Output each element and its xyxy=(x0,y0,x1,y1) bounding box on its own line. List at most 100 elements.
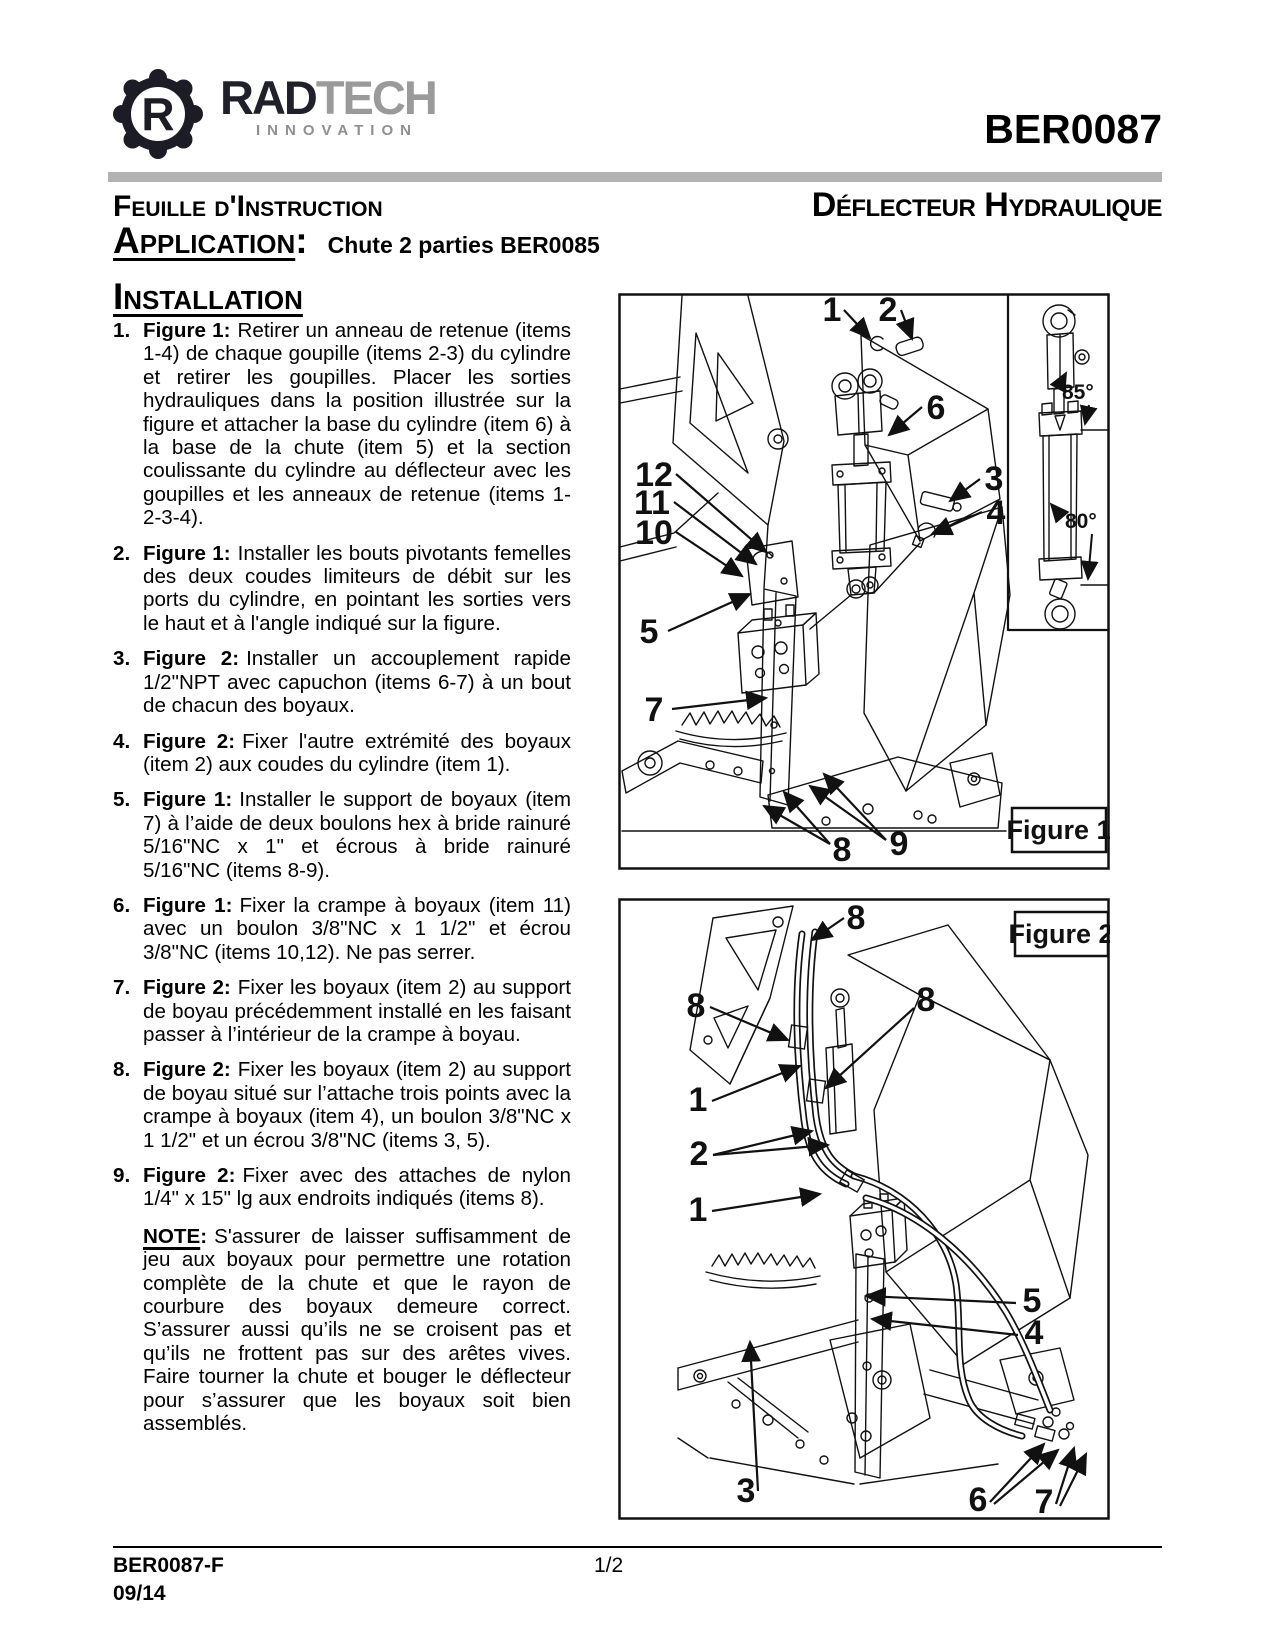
figure-ref: Figure 2: xyxy=(143,729,236,753)
step-text: Installer le support de boyaux (item 7) … xyxy=(143,788,571,882)
footer-date: 09/14 xyxy=(113,1582,166,1605)
step-number: 7. xyxy=(113,976,131,1000)
step-text: Installer un accouplement rapide 1/2"NPT… xyxy=(143,647,571,718)
figure1-angle-inset xyxy=(1006,293,1110,632)
figure-ref: Figure 2: xyxy=(143,647,240,671)
figure-ref: Figure 2: xyxy=(143,976,231,1000)
figure2-hoses xyxy=(793,928,1054,1440)
callout-5: 5 xyxy=(1023,1282,1042,1320)
figure1-leaders xyxy=(667,309,983,845)
sheet-type-title: Feuille d'Instruction xyxy=(113,190,383,223)
callout-8-left: 8 xyxy=(687,987,706,1025)
application-value: Chute 2 parties BER0085 xyxy=(327,232,600,258)
application-colon: : xyxy=(295,220,308,261)
callout-4: 4 xyxy=(1025,1314,1044,1352)
step-8: 8. Figure 2:Fixer les boyaux (item 2) au… xyxy=(113,1058,571,1152)
product-name-title: Déflecteur Hydraulique xyxy=(811,186,1163,224)
figure1-angle-arrows xyxy=(1049,371,1099,581)
callout-6: 6 xyxy=(969,1481,988,1519)
product-code: BER0087 xyxy=(984,106,1162,152)
callout-1: 1 xyxy=(823,293,842,329)
callout-5: 5 xyxy=(640,613,659,651)
header-divider xyxy=(108,172,1162,182)
figure2-border xyxy=(618,898,1110,1520)
note-colon: : xyxy=(200,1224,208,1248)
installation-steps: 1. Figure 1:Retirer un anneau de retenue… xyxy=(113,319,571,1435)
figure2-leaders xyxy=(709,917,1087,1507)
application-row: Application: Chute 2 parties BER0085 xyxy=(113,220,600,262)
figure-2: 8 8 8 1 2 1 5 4 3 6 7 Figure 2 xyxy=(618,898,1114,1525)
step-text: Fixer les boyaux (item 2) au support de … xyxy=(143,1058,572,1152)
callout-8: 8 xyxy=(833,831,852,869)
step-9: 9. Figure 2:Fixer avec des attaches de n… xyxy=(113,1164,571,1211)
callout-10: 10 xyxy=(635,514,673,552)
figure1-border xyxy=(618,293,1110,870)
step-7: 7. Figure 2:Fixer les boyaux (item 2) au… xyxy=(113,976,571,1046)
figure-ref: Figure 1: xyxy=(143,541,231,565)
callout-9: 9 xyxy=(890,825,909,863)
brand-rad: RAD xyxy=(220,71,318,124)
callout-3: 3 xyxy=(985,460,1004,498)
callout-2: 2 xyxy=(690,1135,709,1173)
brand-tech: TECH xyxy=(315,71,438,124)
footer-divider xyxy=(113,1546,1162,1548)
footer-page-number: 1/2 xyxy=(594,1554,624,1577)
callout-1b: 1 xyxy=(689,1191,708,1229)
step-number: 6. xyxy=(113,893,131,917)
figure-ref: Figure 1: xyxy=(143,788,233,812)
step-number: 9. xyxy=(113,1164,131,1187)
callout-6: 6 xyxy=(927,389,946,427)
figure-ref: Figure 2: xyxy=(143,1164,236,1187)
step-text: Fixer l'autre extrémité des boyaux (item… xyxy=(143,729,571,776)
angle-85: 85° xyxy=(1062,381,1094,404)
note-label: NOTE xyxy=(143,1224,201,1248)
step-text: Fixer avec des attaches de nylon 1/4" x … xyxy=(143,1164,571,1211)
figure-ref: Figure 1: xyxy=(143,893,233,917)
figure2-label: Figure 2 xyxy=(1008,919,1110,949)
step-text: Retirer un anneau de retenue (items 1-4)… xyxy=(143,319,571,530)
note-block: NOTE:S'assurer de laisser suffisamment d… xyxy=(143,1225,571,1436)
installation-heading: Installation xyxy=(113,276,303,317)
callout-8-top: 8 xyxy=(847,899,866,937)
step-text: Installer les bouts pivotants femelles d… xyxy=(143,541,571,635)
step-3: 3. Figure 2:Installer un accouplement ra… xyxy=(113,647,571,717)
footer-doc-code: BER0087-F xyxy=(113,1554,224,1577)
callout-2: 2 xyxy=(879,293,898,329)
figure-1: 1 2 6 3 4 12 11 10 5 7 8 9 xyxy=(618,291,1112,875)
figure1-label: Figure 1 xyxy=(1006,815,1110,845)
step-4: 4. Figure 2:Fixer l'autre extrémité des … xyxy=(113,730,571,777)
angle-80: 80° xyxy=(1065,510,1097,533)
radtech-logo: R RADTECH INNOVATION xyxy=(110,64,438,164)
brand-tagline: INNOVATION xyxy=(256,122,418,139)
step-2: 2. Figure 1:Installer les bouts pivotant… xyxy=(113,542,571,636)
callout-8-right: 8 xyxy=(917,981,936,1019)
figure2-label-box xyxy=(1013,910,1110,958)
figure1-drawing xyxy=(619,295,1011,832)
note-text: S'assurer de laisser suffisamment de jeu… xyxy=(143,1224,571,1436)
figure-ref: Figure 1: xyxy=(143,319,231,342)
callout-7: 7 xyxy=(1035,1483,1054,1520)
radtech-wordmark: RADTECH INNOVATION xyxy=(220,71,438,139)
step-1: 1. Figure 1:Retirer un anneau de retenue… xyxy=(113,319,571,530)
callout-3: 3 xyxy=(737,1472,756,1510)
callout-12: 12 xyxy=(635,456,673,494)
callout-7: 7 xyxy=(645,691,664,729)
callout-1a: 1 xyxy=(689,1081,708,1119)
step-text: Fixer la crampe à boyaux (item 11) avec … xyxy=(143,893,571,964)
figure1-label-box xyxy=(1010,806,1108,854)
step-6: 6. Figure 1:Fixer la crampe à boyaux (it… xyxy=(113,894,571,964)
callout-11: 11 xyxy=(634,484,670,522)
step-number: 2. xyxy=(113,541,131,565)
figure-ref: Figure 2: xyxy=(143,1058,231,1082)
application-heading: Application xyxy=(113,220,296,261)
step-number: 5. xyxy=(113,788,131,812)
radtech-badge-icon: R xyxy=(113,69,203,159)
callout-4: 4 xyxy=(987,494,1006,532)
step-number: 1. xyxy=(113,319,131,342)
step-text: Fixer les boyaux (item 2) au support de … xyxy=(143,976,572,1046)
step-number: 8. xyxy=(113,1058,131,1082)
step-number: 4. xyxy=(113,729,131,753)
step-5: 5. Figure 1:Installer le support de boya… xyxy=(113,788,571,882)
badge-letter: R xyxy=(141,88,174,140)
